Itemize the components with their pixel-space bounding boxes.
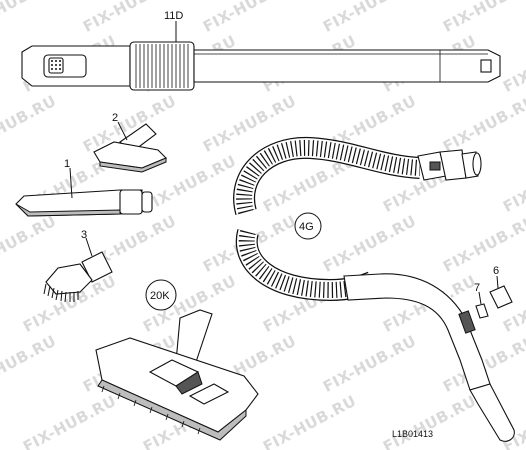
- slider-part-7[interactable]: 7: [474, 282, 489, 319]
- floor-nozzle[interactable]: 20K: [95, 279, 259, 441]
- slider-part-6[interactable]: 6: [489, 265, 513, 309]
- dusting-brush-label: 3: [81, 229, 87, 241]
- crevice-nozzle[interactable]: 1: [15, 158, 153, 217]
- tube-label: 11D: [164, 10, 183, 22]
- hose-label: 4G: [299, 221, 314, 233]
- upholstery-nozzle-label: 2: [112, 112, 118, 124]
- part-7-label: 7: [474, 282, 480, 294]
- crevice-nozzle-label: 1: [64, 158, 70, 170]
- part-6-label: 6: [493, 265, 499, 277]
- floor-nozzle-label: 20K: [150, 290, 170, 302]
- dusting-brush[interactable]: 3: [43, 229, 113, 303]
- drawing-code: L1B01413: [392, 429, 433, 439]
- telescopic-tube[interactable]: 11D: [21, 10, 501, 91]
- upholstery-nozzle[interactable]: 2: [93, 112, 167, 173]
- hose[interactable]: 4G: [233, 136, 515, 442]
